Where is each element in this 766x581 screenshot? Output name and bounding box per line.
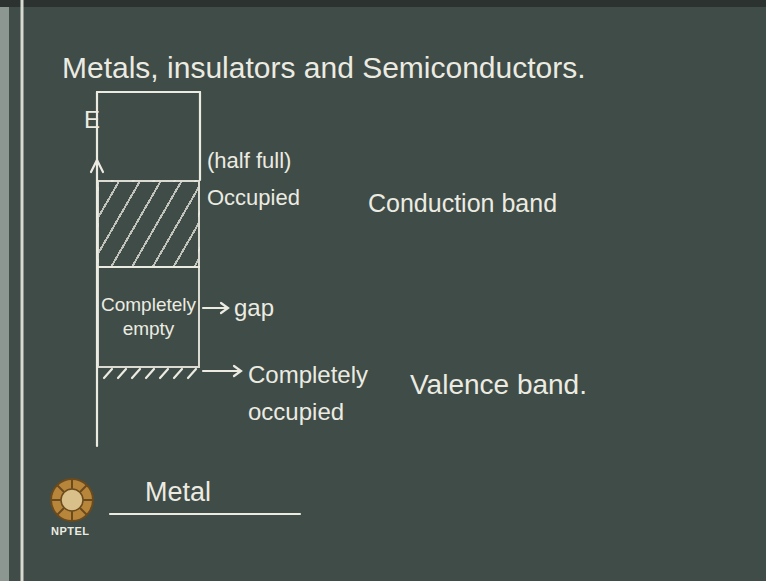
leader-arrowhead	[221, 303, 228, 313]
band-note: Completely occupied	[248, 356, 380, 430]
leader-arrow	[203, 307, 227, 309]
bottom-hatching	[104, 369, 196, 378]
band-label: Completely empty	[97, 285, 200, 349]
board-edge	[21, 0, 24, 581]
gap-label: gap	[234, 294, 274, 323]
leader-arrow	[203, 370, 240, 372]
board-frame	[0, 0, 9, 581]
nptel-logo	[51, 479, 93, 521]
leader-arrowhead	[234, 366, 241, 376]
underline	[110, 513, 300, 515]
axis-arrowhead	[91, 160, 103, 172]
gap-band: Completely empty	[97, 266, 200, 368]
material-label: Metal	[145, 476, 211, 508]
title: Metals, insulators and Semiconductors.	[62, 50, 586, 86]
filled-band: (half full) Occupied	[97, 180, 200, 268]
logo-text: NPTEL	[51, 525, 90, 538]
band-outline	[97, 91, 200, 93]
axis-label: E	[84, 106, 100, 135]
band-name: Valence band.	[410, 368, 587, 402]
board-frame	[0, 0, 766, 7]
band-name: Conduction band	[368, 188, 557, 218]
band-label: (half full) Occupied	[207, 142, 325, 217]
band-outline	[199, 92, 201, 180]
